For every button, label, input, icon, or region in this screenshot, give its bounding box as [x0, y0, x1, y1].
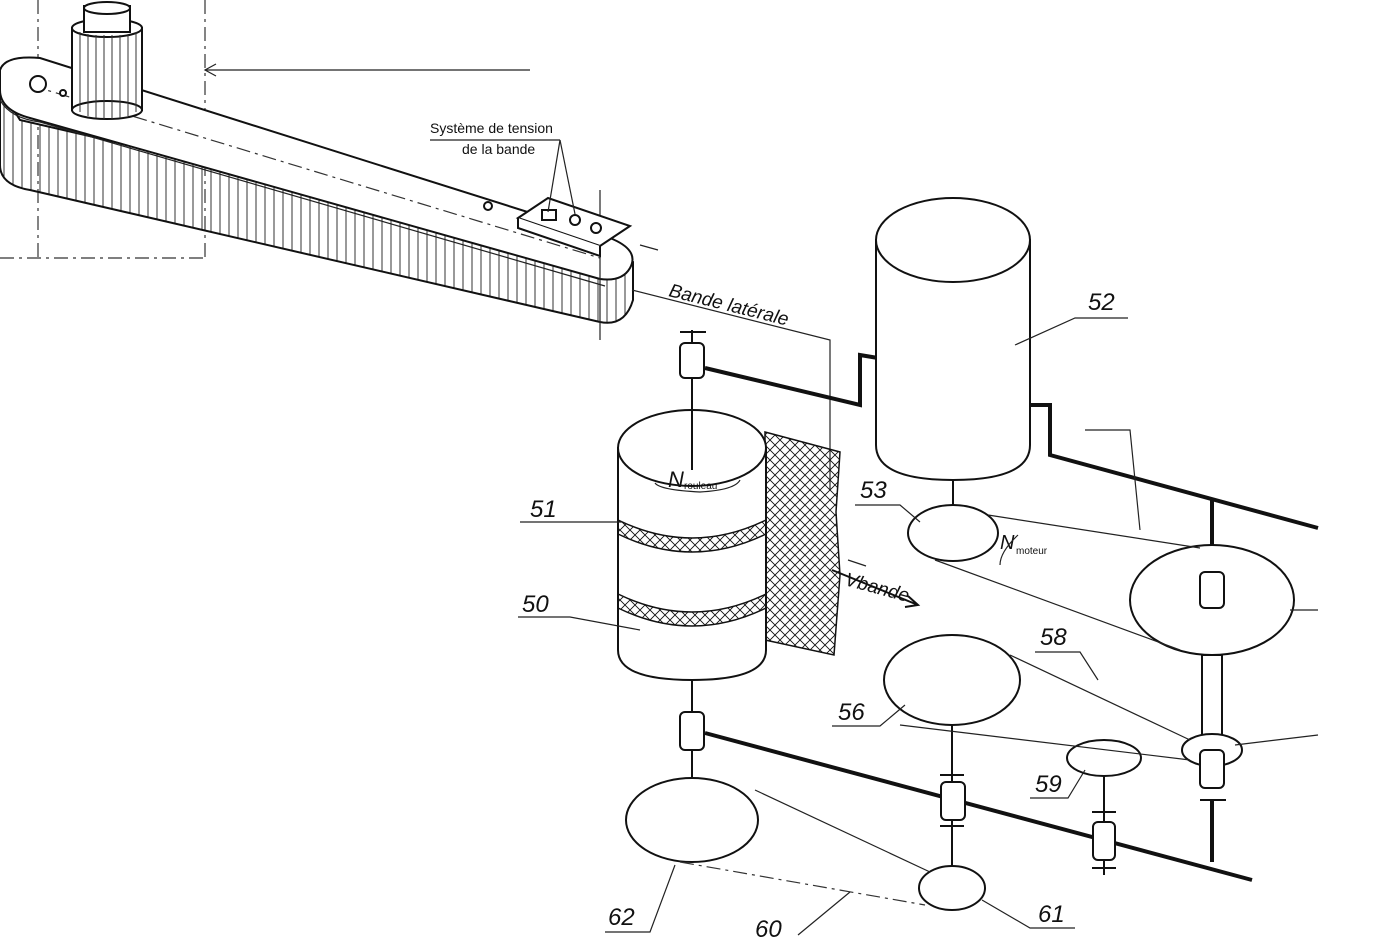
side-band-label: Bande latérale	[667, 280, 791, 330]
roller-groove-lower	[617, 592, 767, 627]
pulley-61	[918, 865, 986, 911]
label-58: 58	[1040, 624, 1067, 651]
label-53: 53	[860, 477, 887, 504]
label-59: 59	[1035, 771, 1062, 798]
pulley-59-group	[1066, 739, 1142, 875]
pulley-53	[907, 504, 999, 562]
belts	[679, 514, 1201, 906]
tension-label-line1: Système de tension	[430, 120, 553, 136]
upper-bearing	[679, 342, 705, 379]
part-labels: 51 50 52 53 56 58 59 61 62 60	[518, 289, 1319, 940]
label-62: 62	[608, 904, 635, 931]
band-hatched-section	[764, 431, 841, 656]
roller-speed-subscript: rouleau	[684, 481, 717, 492]
roller-assembly: N rouleau	[617, 330, 767, 863]
roller-groove-upper	[617, 518, 767, 553]
label-60: 60	[755, 916, 782, 940]
right-gear-shaft	[1129, 544, 1295, 801]
label-56: 56	[838, 699, 865, 726]
band-speed-vector: Vbande	[831, 559, 921, 608]
label-52: 52	[1088, 289, 1115, 316]
tension-system	[515, 196, 633, 258]
pulley-56-group	[883, 634, 1021, 911]
pin-hole	[59, 89, 67, 97]
belt-top-surface	[0, 56, 634, 281]
idler-hole	[483, 201, 493, 211]
label-50: 50	[522, 591, 549, 618]
pulley-56	[883, 634, 1021, 726]
conveyor-assembly: Système de tension de la bande	[0, 0, 659, 340]
motor-speed-symbol: N	[1000, 532, 1015, 554]
roller-speed-symbol: N	[668, 467, 684, 492]
lower-bearing	[679, 711, 705, 751]
motor-52	[875, 197, 1031, 562]
label-51: 51	[530, 496, 557, 523]
reference-arrow-head	[203, 63, 217, 77]
motor-speed-subscript: moteur	[1016, 546, 1048, 557]
label-61: 61	[1038, 901, 1065, 928]
tension-label-line2: de la bande	[462, 141, 535, 157]
pulley-62	[625, 777, 759, 863]
band-speed-label: Vbande	[843, 570, 912, 607]
conveyor-motor	[71, 1, 143, 120]
pulley-59	[1066, 739, 1142, 777]
drive-pulley-hole	[29, 75, 47, 93]
